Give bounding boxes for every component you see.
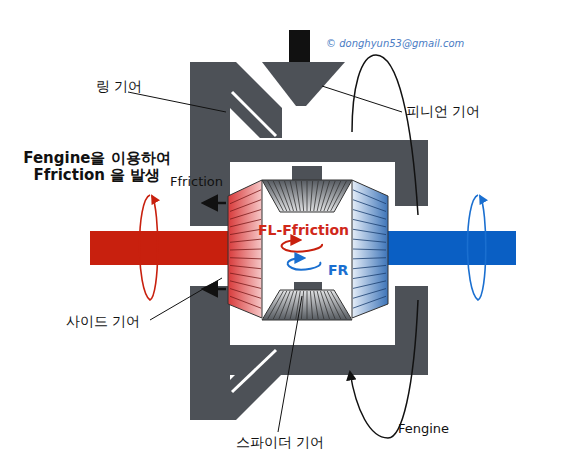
right-rotation bbox=[468, 195, 486, 300]
gear-tooth bbox=[230, 273, 261, 278]
gear-tooth bbox=[353, 265, 386, 268]
gear-tooth bbox=[230, 249, 261, 250]
gear-tooth bbox=[285, 291, 294, 319]
gear-tooth bbox=[290, 291, 297, 319]
gear-tooth bbox=[296, 291, 301, 319]
gear-tooth bbox=[230, 219, 261, 226]
gear-tooth bbox=[317, 291, 324, 319]
gear-tooth bbox=[314, 291, 319, 319]
gear-tooth bbox=[353, 200, 386, 212]
left-inner-rotation bbox=[282, 240, 323, 252]
part-label: 스파이더 기어 bbox=[236, 434, 324, 450]
leader-line bbox=[128, 92, 226, 112]
left-rotation bbox=[140, 195, 158, 300]
gear-tooth bbox=[230, 210, 261, 220]
gear-tooth bbox=[321, 291, 330, 319]
ring-gear-edge bbox=[232, 92, 276, 136]
lower-spider-gear bbox=[262, 290, 352, 320]
gear-tooth bbox=[353, 239, 386, 242]
gear-tooth bbox=[317, 181, 324, 211]
gear-tooth bbox=[353, 249, 386, 250]
gear-tooth bbox=[331, 181, 347, 211]
gear-tooth bbox=[307, 291, 308, 319]
engine-rotation bbox=[350, 300, 418, 438]
gear-teeth bbox=[230, 181, 386, 319]
note: Fengine을 이용하여 Ffriction 을 발생 bbox=[18, 150, 176, 185]
gear-tooth bbox=[321, 181, 330, 211]
leader-line bbox=[150, 278, 222, 320]
gear-tooth bbox=[301, 291, 303, 319]
gear-tooth bbox=[331, 291, 347, 319]
leader-line bbox=[322, 86, 402, 112]
engine-rotation bbox=[352, 55, 418, 215]
gear-tooth bbox=[353, 273, 386, 278]
gear-tooth bbox=[353, 289, 386, 299]
gear-tooth bbox=[353, 281, 386, 289]
gear-tooth bbox=[353, 219, 386, 226]
friction-arrow bbox=[204, 288, 226, 291]
part-label: 피니언 기어 bbox=[406, 103, 480, 119]
gear-tooth bbox=[279, 181, 290, 211]
left-axle bbox=[90, 231, 230, 265]
gear-tooth bbox=[307, 181, 308, 211]
pinion-gear bbox=[262, 62, 345, 106]
gear-tooth bbox=[230, 200, 261, 212]
right-side-gear bbox=[352, 180, 388, 318]
force-label: Ffriction bbox=[170, 175, 223, 190]
gear-tooth bbox=[279, 291, 290, 319]
watermark: © donghyun53@gmail.com bbox=[326, 38, 464, 50]
gear-tooth bbox=[310, 181, 312, 211]
gear-tooth bbox=[230, 281, 261, 289]
gear-tooth bbox=[353, 210, 386, 220]
gear-tooth bbox=[290, 181, 297, 211]
gear-tooth bbox=[353, 296, 386, 308]
right-axle bbox=[380, 231, 516, 265]
friction-arrow bbox=[204, 202, 226, 205]
force-label: FR bbox=[328, 262, 348, 278]
gear-tooth bbox=[301, 181, 303, 211]
gear-tooth bbox=[230, 258, 261, 259]
gear-tooth bbox=[230, 289, 261, 299]
gear-tooth bbox=[296, 181, 301, 211]
gear-tooth bbox=[353, 258, 386, 259]
gear-tooth bbox=[230, 239, 261, 242]
part-label: 사이드 기어 bbox=[66, 313, 140, 329]
force-label: Fengine bbox=[398, 422, 449, 437]
left-side-gear bbox=[228, 180, 262, 318]
gear-tooth bbox=[285, 181, 294, 211]
upper-spider-gear bbox=[262, 180, 352, 212]
gear-tooth bbox=[230, 229, 261, 234]
gear-tooth bbox=[230, 265, 261, 268]
gear-tooth bbox=[310, 291, 312, 319]
gear-tooth bbox=[230, 296, 261, 308]
ring-gear-edge bbox=[232, 350, 276, 392]
part-label: 링 기어 bbox=[96, 78, 142, 94]
right-inner-rotation bbox=[288, 258, 321, 270]
leader-line bbox=[278, 296, 302, 432]
gear-tooth bbox=[353, 229, 386, 234]
gear-tooth bbox=[314, 181, 319, 211]
force-label: FL-Ffriction bbox=[258, 222, 349, 238]
pinion-shaft bbox=[289, 30, 310, 64]
